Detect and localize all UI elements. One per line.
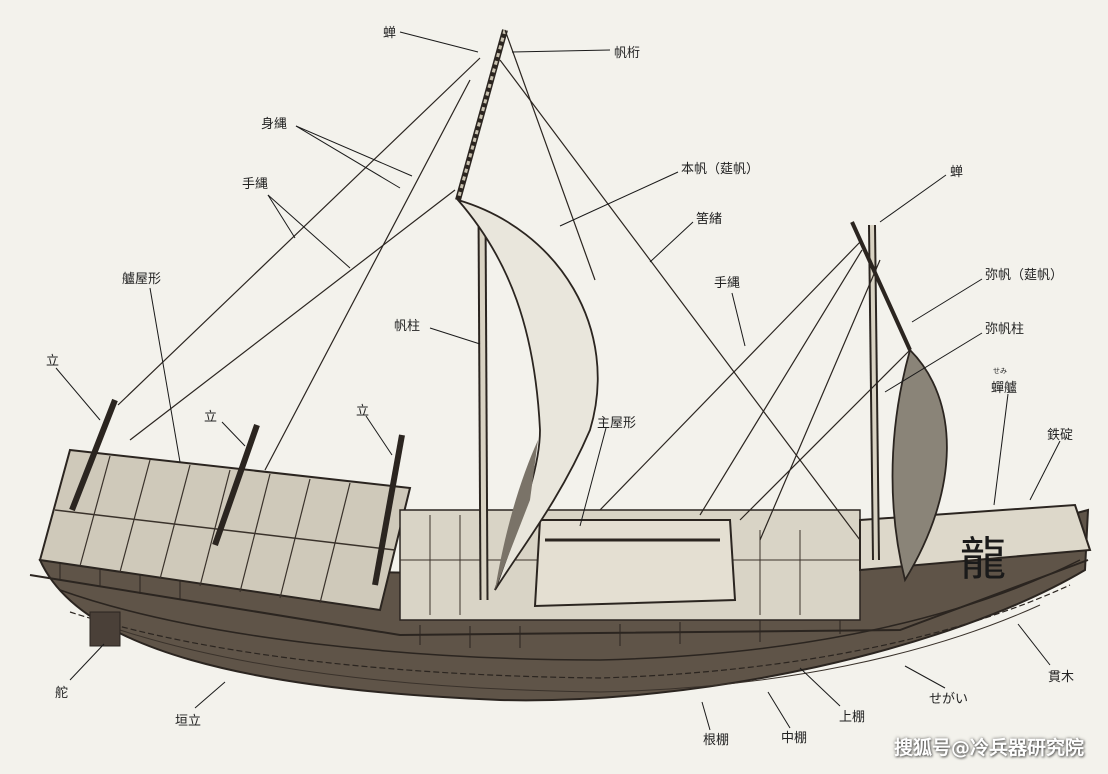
leader-lines [55, 31, 1061, 731]
label-omoyakata: 主屋形 [597, 416, 637, 431]
main-cabin [533, 519, 737, 608]
label-segai: せがい [929, 692, 969, 707]
label-tatsu-c: 立 [356, 404, 370, 419]
main-sail [455, 198, 599, 591]
stanchion-1 [69, 398, 118, 512]
watermark: 搜狐号@冷兵器研究院 [893, 737, 1084, 759]
rigging [117, 29, 911, 541]
label-yahan: 弥帆（莚帆） [985, 268, 1064, 283]
label-uwadana: 上棚 [839, 710, 866, 725]
stanchion-3 [372, 434, 405, 586]
stanchion-2 [212, 424, 260, 546]
svg-text:龍: 龍 [960, 532, 1006, 586]
label-semiro: 蟬艫 [991, 381, 1018, 396]
label-tsuruo: 筈緒 [696, 212, 723, 227]
label-hobashira: 帆柱 [394, 319, 421, 334]
label-tatsu-a: 立 [46, 354, 60, 369]
label-tenawa-right: 手縄 [714, 276, 741, 291]
label-semi-furigana: せみ [993, 367, 1007, 375]
label-hohaketa: 帆桁 [614, 46, 641, 61]
label-tetsuikari: 鉄碇 [1047, 428, 1074, 443]
label-tenawa-left: 手縄 [242, 177, 269, 192]
rudder [89, 611, 121, 647]
label-nedana: 根棚 [703, 733, 730, 748]
fore-yard [850, 221, 912, 351]
label-tatsu-b: 立 [204, 410, 218, 425]
deck-railing [29, 559, 1089, 637]
label-semi-top: 蝉 [383, 26, 397, 41]
label-kakitatsu: 垣立 [175, 714, 202, 729]
label-honbo: 本帆（莚帆） [681, 162, 760, 177]
label-yahan-bashira: 弥帆柱 [985, 322, 1025, 337]
label-minawa: 身縄 [261, 117, 288, 132]
label-tomoyakata: 艫屋形 [122, 272, 162, 287]
label-semi-right: 蝉 [950, 165, 964, 180]
fore-sail [891, 348, 948, 583]
label-nakadana: 中棚 [781, 731, 808, 746]
label-kaji: 舵 [55, 686, 69, 701]
label-kannuki: 貫木 [1048, 670, 1075, 685]
